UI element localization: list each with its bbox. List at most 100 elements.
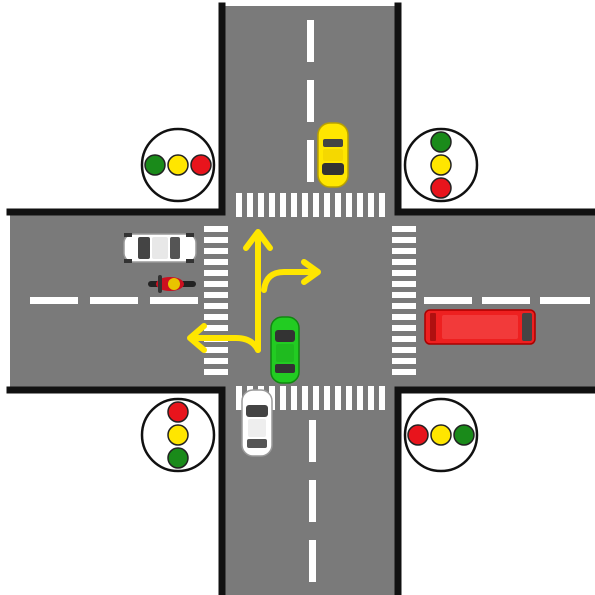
right-turn-arrow-head-icon xyxy=(301,259,321,285)
crosswalk-stripe xyxy=(302,386,308,410)
crosswalk-stripe xyxy=(346,386,352,410)
crosswalk-stripe xyxy=(204,347,228,353)
crosswalks xyxy=(204,193,416,410)
curbs xyxy=(6,2,595,595)
crosswalk-stripe xyxy=(269,193,275,217)
green-car-icon xyxy=(270,316,300,384)
red-lamp-icon xyxy=(430,177,452,199)
yellow-car-icon xyxy=(317,122,349,188)
traffic-light-top-right xyxy=(403,127,479,203)
crosswalk-stripe xyxy=(379,386,385,410)
curb-top-right xyxy=(394,2,595,216)
green-lamp-icon xyxy=(430,131,452,153)
lane-dash xyxy=(307,20,314,62)
crosswalk-stripe xyxy=(313,193,319,217)
motorcycle-icon xyxy=(148,275,196,293)
lane-markings xyxy=(30,20,590,582)
crosswalk-stripe xyxy=(392,226,416,232)
crosswalk-stripe xyxy=(204,292,228,298)
white-car-west-icon xyxy=(123,233,197,263)
crosswalk-stripe xyxy=(357,193,363,217)
green-lamp-icon xyxy=(453,424,475,446)
crosswalk-stripe xyxy=(392,314,416,320)
crosswalk-stripe xyxy=(335,193,341,217)
crosswalk-stripe xyxy=(302,193,308,217)
crosswalk-stripe xyxy=(236,193,242,217)
crosswalk-stripe xyxy=(346,193,352,217)
crosswalk-stripe xyxy=(392,281,416,287)
crosswalk-stripe xyxy=(392,259,416,265)
crosswalk-stripe xyxy=(368,386,374,410)
curb-bottom-left xyxy=(6,386,226,595)
crosswalk-stripe xyxy=(392,336,416,342)
crosswalk-stripe xyxy=(291,386,297,410)
crosswalk-stripe xyxy=(204,325,228,331)
lane-dash xyxy=(309,420,316,462)
crosswalk-stripe xyxy=(324,193,330,217)
crosswalk-stripe xyxy=(379,193,385,217)
yellow-lamp-icon xyxy=(167,154,189,176)
crosswalk-stripe xyxy=(258,193,264,217)
lane-dash xyxy=(424,297,472,304)
green-lamp-icon xyxy=(144,154,166,176)
lane-dash xyxy=(90,297,138,304)
crosswalk-stripe xyxy=(324,386,330,410)
green-lamp-icon xyxy=(167,447,189,469)
crosswalk-stripe xyxy=(392,248,416,254)
crosswalk-stripe xyxy=(392,303,416,309)
curb-top-left xyxy=(6,2,226,216)
crosswalk-stripe xyxy=(204,303,228,309)
right-turn-arrow-icon xyxy=(261,269,317,293)
crosswalk-stripe xyxy=(357,386,363,410)
left-turn-arrow-icon xyxy=(189,335,261,353)
vehicles xyxy=(123,122,536,457)
crosswalk-stripe xyxy=(204,248,228,254)
yellow-lamp-icon xyxy=(430,154,452,176)
yellow-lamp-icon xyxy=(430,424,452,446)
crosswalk-stripe xyxy=(247,193,253,217)
crosswalk-stripe xyxy=(335,386,341,410)
lane-dash xyxy=(30,297,78,304)
crosswalk-stripe xyxy=(204,226,228,232)
crosswalk-stripe xyxy=(392,347,416,353)
crosswalk-stripe xyxy=(280,386,286,410)
traffic-light-bottom-left xyxy=(140,397,216,473)
lane-dash xyxy=(309,480,316,522)
curb-bottom-right xyxy=(394,386,595,595)
crosswalk-stripe xyxy=(204,358,228,364)
traffic-light-bottom-right xyxy=(403,397,479,473)
crosswalk-stripe xyxy=(280,193,286,217)
crosswalk-stripe xyxy=(392,270,416,276)
crosswalk-stripe xyxy=(236,386,242,410)
lane-dash xyxy=(307,80,314,122)
traffic-light-top-left xyxy=(140,127,216,203)
red-bus-icon xyxy=(424,309,536,345)
yellow-lamp-icon xyxy=(167,424,189,446)
crosswalk-stripe xyxy=(392,292,416,298)
lane-dash xyxy=(150,297,198,304)
turn-arrows xyxy=(187,229,321,353)
crosswalk-stripe xyxy=(392,237,416,243)
crosswalk-stripe xyxy=(204,270,228,276)
lane-dash xyxy=(309,540,316,582)
straight-arrow-head-icon xyxy=(243,229,273,251)
lane-dash xyxy=(482,297,530,304)
crosswalk-stripe xyxy=(204,237,228,243)
lane-dash xyxy=(307,140,314,182)
crosswalk-stripe xyxy=(204,369,228,375)
crosswalk-stripe xyxy=(392,358,416,364)
red-lamp-icon xyxy=(190,154,212,176)
white-car-south-icon xyxy=(241,389,273,457)
crosswalk-stripe xyxy=(204,259,228,265)
crosswalk-stripe xyxy=(204,281,228,287)
crosswalk-stripe xyxy=(368,193,374,217)
crosswalk-stripe xyxy=(392,369,416,375)
crosswalk-stripe xyxy=(313,386,319,410)
crosswalk-stripe xyxy=(291,193,297,217)
left-turn-arrow-head-icon xyxy=(187,323,207,353)
red-lamp-icon xyxy=(167,401,189,423)
traffic-lights xyxy=(140,127,479,473)
crosswalk-stripe xyxy=(392,325,416,331)
lane-dash xyxy=(540,297,590,304)
